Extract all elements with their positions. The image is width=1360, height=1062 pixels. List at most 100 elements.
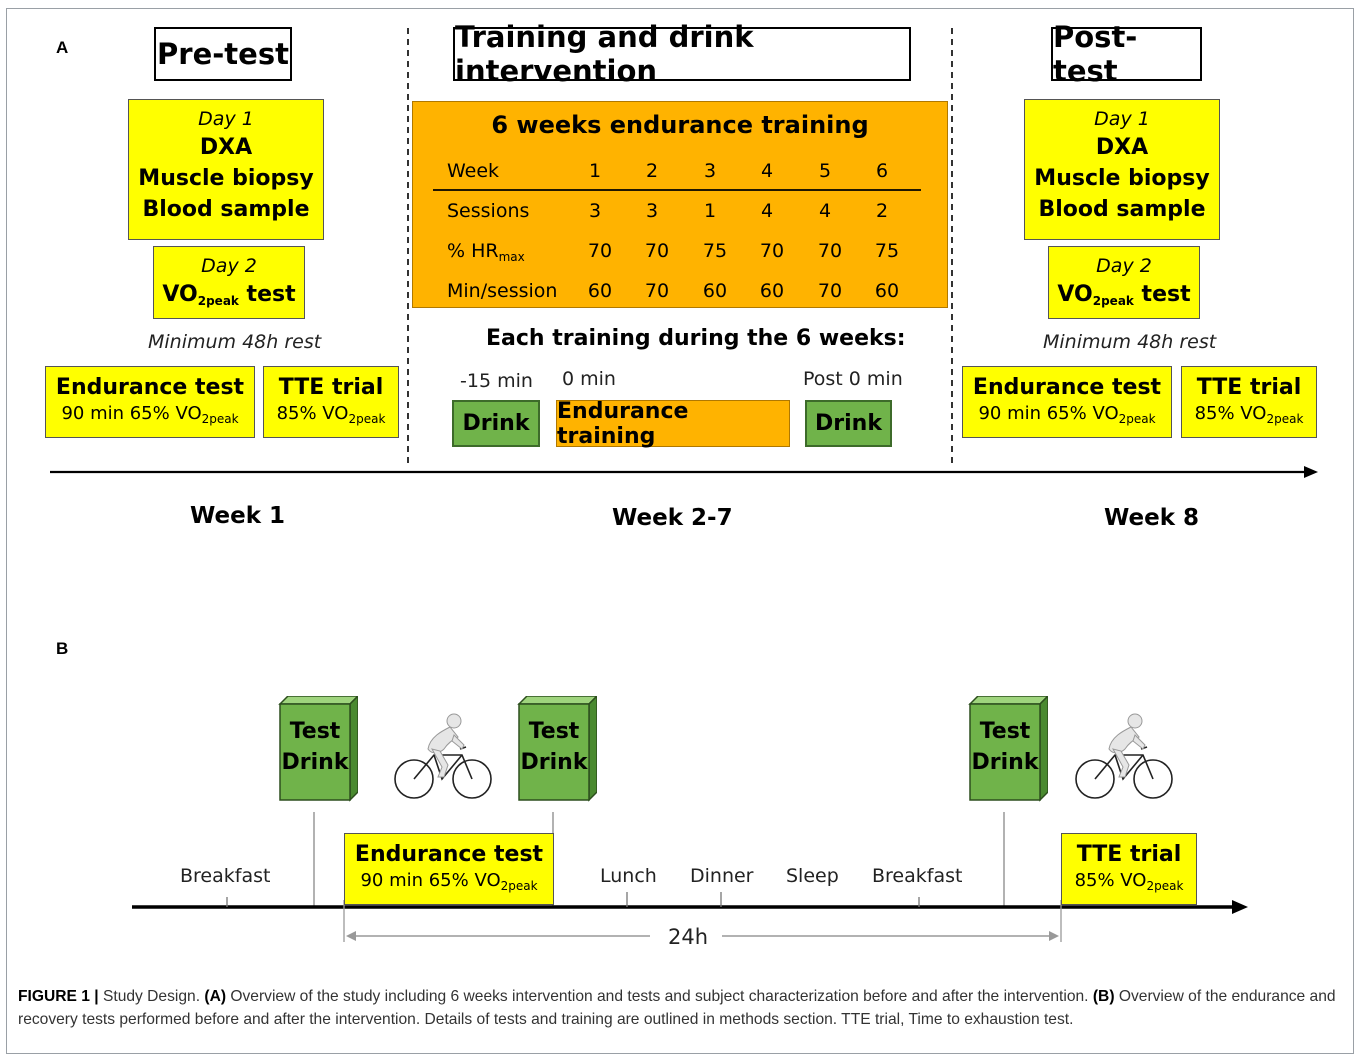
table-cell: 75 (702, 240, 728, 262)
post-day2-test: VO2peak test (1057, 282, 1191, 308)
post-day2-box: Day 2 VO2peak test (1048, 246, 1200, 319)
cyclist-icon (394, 713, 492, 799)
post-day1-biopsy: Muscle biopsy (1034, 166, 1210, 191)
drink-before-box: Drink (452, 400, 540, 447)
cyclist-icon (1075, 713, 1173, 799)
panel-a-label: A (56, 38, 69, 57)
table-cell: 3 (645, 200, 659, 222)
event-breakfast-1: Breakfast (180, 865, 271, 887)
table-row-label: Sessions (447, 200, 530, 222)
post-tte-detail: 85% VO2peak (1194, 403, 1304, 426)
table-row-label: % HRmax (447, 240, 525, 264)
drink-carton-icon (517, 696, 597, 802)
training-table-title: 6 weeks endurance training (491, 111, 869, 139)
post-rest-label: Minimum 48h rest (1043, 331, 1217, 353)
pre-day1-blood: Blood sample (142, 197, 310, 222)
panel-a-timeline-arrow (50, 466, 1318, 478)
table-cell: 70 (587, 240, 613, 262)
timing-post-0: Post 0 min (803, 368, 903, 390)
post-endurance-box: Endurance test 90 min 65% VO2peak (962, 366, 1172, 438)
table-cell: 70 (644, 240, 670, 262)
table-cell: 4 (818, 200, 832, 222)
table-cell: 70 (817, 240, 843, 262)
b-tte-title: TTE trial (1076, 842, 1182, 867)
header-post-test: Post-test (1051, 20, 1202, 88)
table-cell: 3 (588, 200, 602, 222)
post-endurance-title: Endurance test (972, 375, 1162, 400)
table-cell: 60 (874, 280, 900, 302)
table-cell: 60 (587, 280, 613, 302)
pre-day1-label: Day 1 (198, 108, 254, 130)
table-cell: 70 (644, 280, 670, 302)
panel-a-dividers (407, 28, 953, 468)
each-training-label: Each training during the 6 weeks: (486, 326, 906, 351)
table-cell: 1 (703, 200, 717, 222)
pre-day2-test: VO2peak test (162, 282, 296, 308)
post-tte-title: TTE trial (1196, 375, 1302, 400)
event-lunch: Lunch (600, 865, 657, 887)
table-row-label: Min/session (447, 280, 558, 302)
table-cell: 75 (874, 240, 900, 262)
pre-endurance-detail: 90 min 65% VO2peak (61, 403, 239, 426)
post-day1-label: Day 1 (1094, 108, 1150, 130)
event-dinner: Dinner (690, 865, 754, 887)
post-day1-blood: Blood sample (1038, 197, 1206, 222)
pre-rest-label: Minimum 48h rest (148, 331, 322, 353)
week-8-label: Week 8 (1104, 505, 1200, 531)
pre-day2-box: Day 2 VO2peak test (153, 246, 305, 319)
table-cell: 70 (759, 240, 785, 262)
event-sleep: Sleep (786, 865, 839, 887)
table-col-week: Week (447, 160, 500, 182)
timing-0-min: 0 min (562, 368, 616, 390)
timing-minus-15: -15 min (460, 370, 533, 392)
week-1-label: Week 1 (190, 503, 286, 529)
pre-tte-detail: 85% VO2peak (276, 403, 386, 426)
table-cell: 4 (760, 200, 774, 222)
header-training-intervention: Training and drink intervention (453, 20, 911, 88)
table-week-4: 4 (760, 160, 774, 182)
table-cell: 60 (759, 280, 785, 302)
endurance-training-box: Endurance training (556, 399, 790, 449)
table-header-rule (433, 189, 921, 191)
b-endurance-detail: 90 min 65% VO2peak (360, 870, 538, 893)
panel-b-timeline (132, 812, 1248, 942)
pre-day1-biopsy: Muscle biopsy (138, 166, 314, 191)
drink-after-box: Drink (805, 400, 892, 447)
b-endurance-box: Endurance test 90 min 65% VO2peak (344, 833, 554, 905)
post-day1-dxa: DXA (1095, 135, 1149, 160)
pre-endurance-title: Endurance test (55, 375, 245, 400)
pre-day1-box: Day 1 DXA Muscle biopsy Blood sample (128, 99, 324, 240)
panel-b-label: B (56, 639, 69, 658)
week-2-7-label: Week 2-7 (612, 505, 733, 531)
header-pre-test: Pre-test (154, 27, 292, 81)
drink-carton-icon (278, 696, 358, 802)
pre-tte-box: TTE trial 85% VO2peak (263, 366, 399, 438)
table-cell: 2 (875, 200, 889, 222)
b-tte-detail: 85% VO2peak (1074, 870, 1184, 893)
post-tte-box: TTE trial 85% VO2peak (1181, 366, 1317, 438)
table-cell: 70 (817, 280, 843, 302)
table-week-2: 2 (645, 160, 659, 182)
pre-day1-dxa: DXA (199, 135, 253, 160)
table-week-3: 3 (703, 160, 717, 182)
table-cell: 60 (702, 280, 728, 302)
pre-tte-title: TTE trial (278, 375, 384, 400)
post-day1-box: Day 1 DXA Muscle biopsy Blood sample (1024, 99, 1220, 240)
table-week-6: 6 (875, 160, 889, 182)
table-week-5: 5 (818, 160, 832, 182)
event-breakfast-2: Breakfast (872, 865, 963, 887)
training-table: 6 weeks endurance training Week 1 2 3 4 … (412, 101, 948, 308)
table-week-1: 1 (588, 160, 602, 182)
pre-endurance-box: Endurance test 90 min 65% VO2peak (45, 366, 255, 438)
duration-24h-label: 24h (668, 925, 709, 949)
b-tte-box: TTE trial 85% VO2peak (1061, 833, 1197, 905)
pre-day2-label: Day 2 (201, 255, 257, 277)
post-day2-label: Day 2 (1096, 255, 1152, 277)
post-endurance-detail: 90 min 65% VO2peak (978, 403, 1156, 426)
figure-caption: FIGURE 1 | Study Design. (A) Overview of… (18, 988, 1336, 1028)
drink-carton-icon (968, 696, 1048, 802)
figure-frame (6, 8, 1354, 1054)
